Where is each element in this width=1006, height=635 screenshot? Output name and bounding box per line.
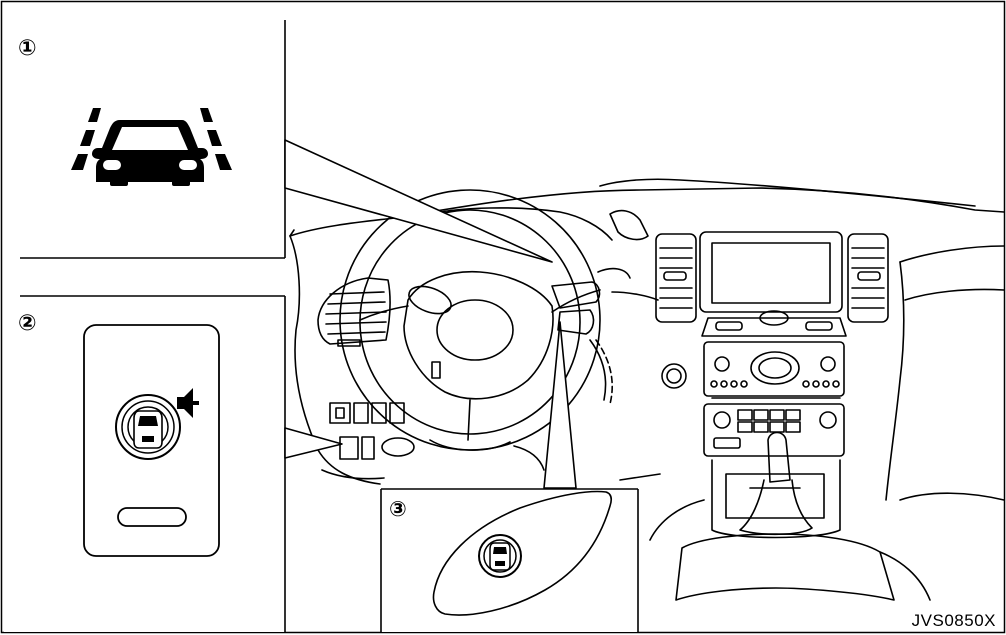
steering-switch-housing — [432, 490, 612, 616]
callout-number-2: ② — [18, 311, 37, 336]
callout-number-1: ① — [18, 36, 37, 61]
switch-indicator-slot — [117, 507, 187, 527]
callout-panel-1: ① — [4, 4, 553, 263]
leader-line-3 — [543, 321, 577, 489]
callout-panel-2: ② — [4, 295, 343, 632]
callout-number-3: ③ — [389, 497, 407, 521]
leader-line-2 — [284, 427, 343, 459]
steering-wheel-switch-icon — [478, 534, 522, 578]
callout-panel-3: ③ — [380, 321, 639, 632]
dashboard-lineart — [289, 178, 1005, 601]
lane-departure-prevention-switch-icon — [115, 388, 199, 460]
figure-code-label: JVS0850X — [911, 611, 996, 630]
leader-line-1 — [284, 139, 553, 263]
car-icon-detail — [103, 127, 197, 170]
